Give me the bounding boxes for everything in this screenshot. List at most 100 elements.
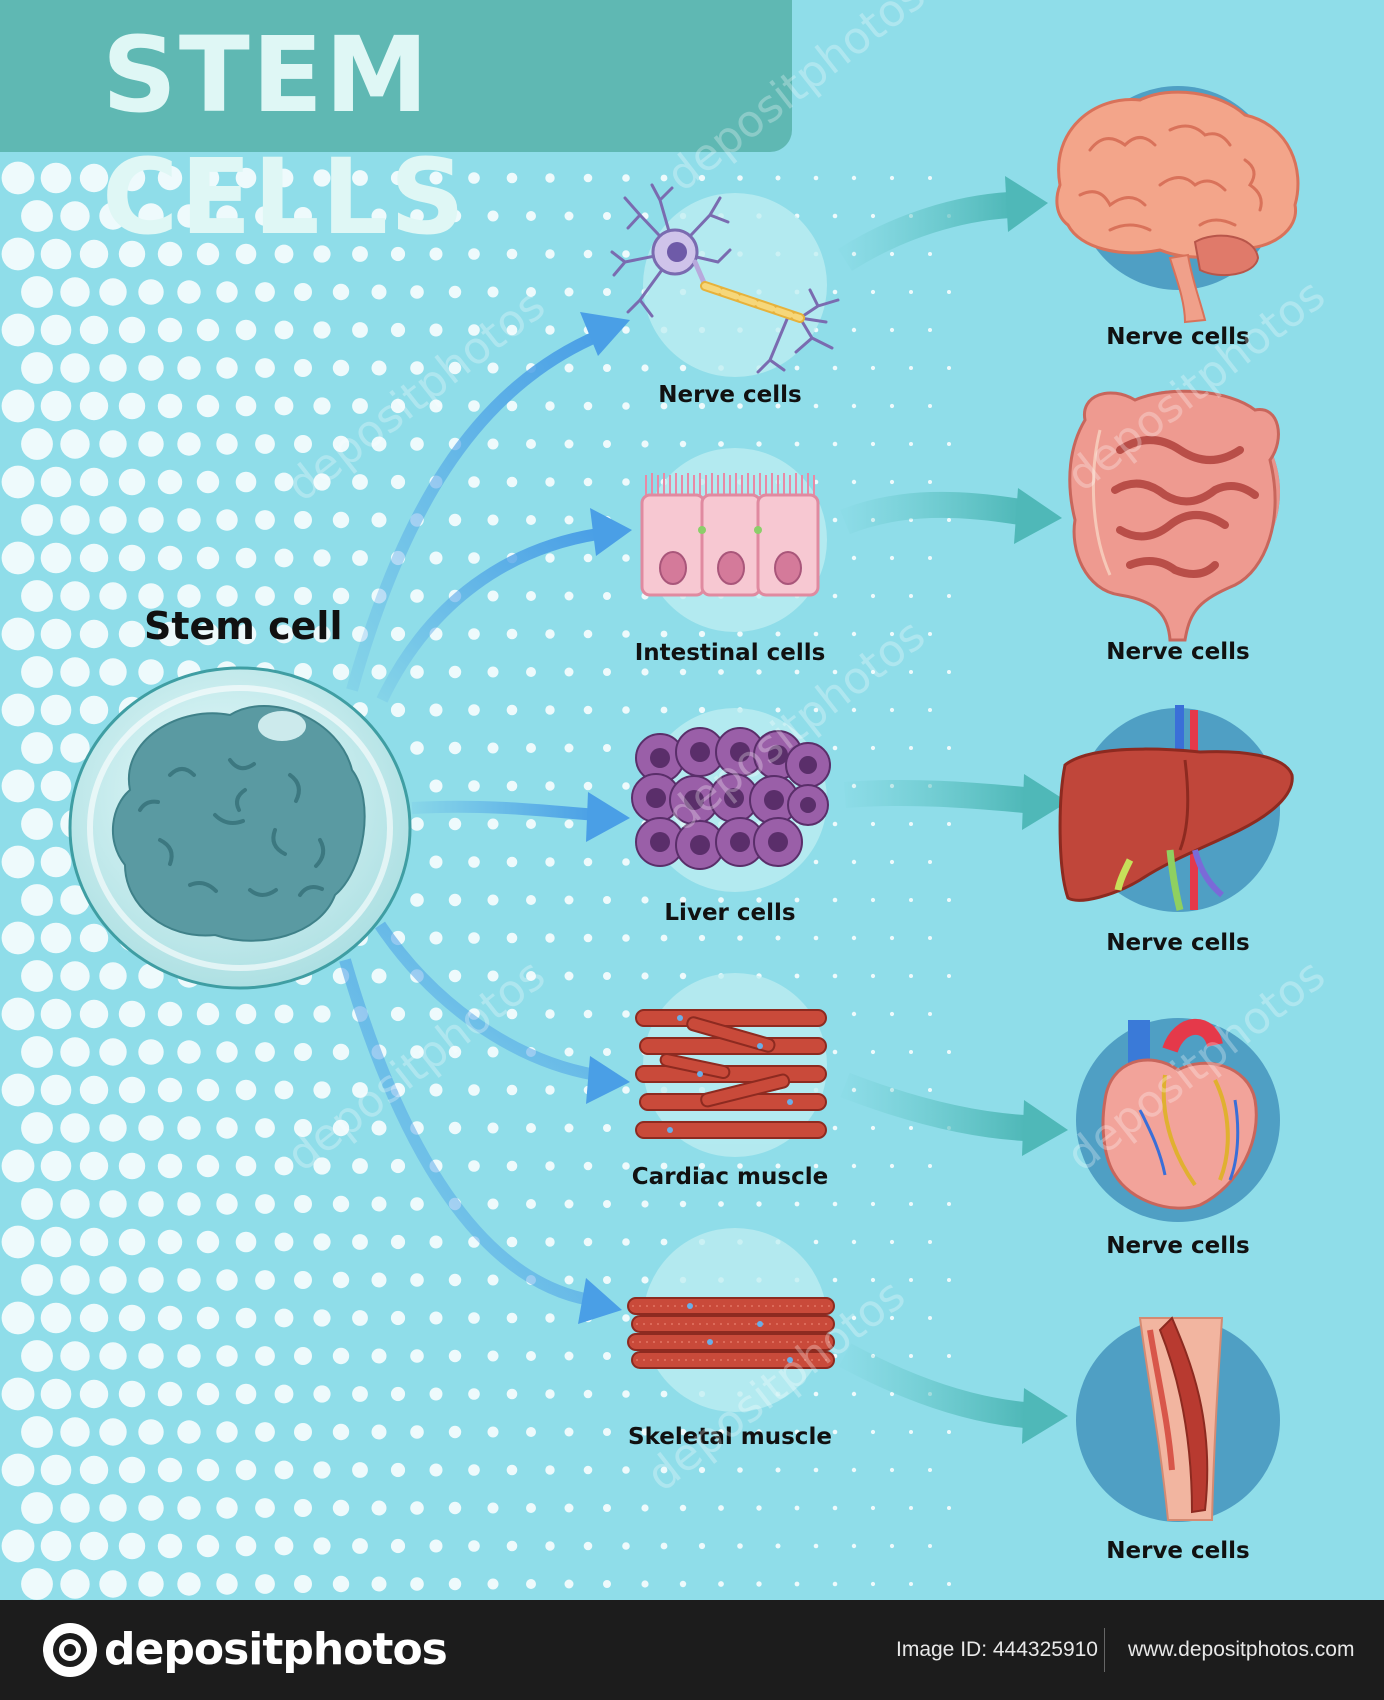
halftone-dot xyxy=(564,211,574,221)
halftone-dot xyxy=(157,1533,183,1559)
halftone-dot xyxy=(526,287,536,297)
halftone-dot xyxy=(448,209,462,223)
halftone-dot xyxy=(564,439,574,449)
halftone-dot xyxy=(60,505,90,535)
halftone-dot xyxy=(603,668,611,676)
halftone-dot xyxy=(775,1467,781,1473)
halftone-dot xyxy=(313,245,331,263)
halftone-dot xyxy=(157,1001,183,1027)
halftone-dot xyxy=(698,630,706,638)
halftone-dot xyxy=(196,318,220,342)
halftone-dot xyxy=(410,285,424,299)
halftone-dot xyxy=(157,1229,183,1255)
halftone-dot xyxy=(870,973,876,979)
halftone-dot xyxy=(40,1454,72,1486)
halftone-dot xyxy=(40,542,72,574)
halftone-dot xyxy=(352,550,368,566)
halftone-dot xyxy=(794,365,800,371)
halftone-dot xyxy=(622,1314,630,1322)
halftone-dot xyxy=(332,1043,350,1061)
halftone-dot xyxy=(832,745,838,751)
halftone-dot xyxy=(99,1418,127,1446)
arrow-to-liver xyxy=(844,774,1068,830)
halftone-dot xyxy=(177,432,201,456)
halftone-dot xyxy=(313,625,331,643)
halftone-dot xyxy=(698,1466,706,1474)
halftone-dot xyxy=(775,403,781,409)
halftone-dot xyxy=(390,474,406,490)
halftone-dot xyxy=(410,1425,424,1439)
site-url-link[interactable]: www.depositphotos.com xyxy=(1128,1638,1355,1661)
halftone-dot xyxy=(138,1343,164,1369)
halftone-dot xyxy=(641,972,649,980)
halftone-dot xyxy=(603,288,611,296)
halftone-dot xyxy=(255,510,275,530)
halftone-dot xyxy=(40,1302,72,1334)
halftone-dot xyxy=(352,246,368,262)
halftone-dot xyxy=(564,1047,574,1057)
halftone-dot xyxy=(177,1420,201,1444)
halftone-dot xyxy=(448,1273,462,1287)
halftone-dot xyxy=(698,706,706,714)
halftone-dot xyxy=(603,364,611,372)
halftone-dot xyxy=(506,1160,518,1172)
halftone-dot xyxy=(468,172,480,184)
stem-cell-illustration xyxy=(68,666,412,990)
halftone-dot xyxy=(928,860,932,864)
halftone-dot xyxy=(813,1239,819,1245)
halftone-dot xyxy=(274,1156,294,1176)
halftone-dot xyxy=(332,511,350,529)
halftone-dot xyxy=(870,1505,876,1511)
halftone-dot xyxy=(79,239,109,269)
halftone-dot xyxy=(294,1195,312,1213)
halftone-dot xyxy=(448,969,462,983)
halftone-dot xyxy=(60,1189,90,1219)
halftone-dot xyxy=(294,1119,312,1137)
page-title: STEM CELLS xyxy=(102,14,467,258)
halftone-dot xyxy=(775,935,781,941)
halftone-dot xyxy=(390,1462,406,1478)
halftone-dot xyxy=(255,1346,275,1366)
halftone-dot xyxy=(313,1461,331,1479)
halftone-dot xyxy=(870,365,876,371)
halftone-dot xyxy=(429,703,443,717)
halftone-dot xyxy=(40,618,72,650)
halftone-dot xyxy=(679,972,687,980)
halftone-dot xyxy=(294,435,312,453)
organ-label-leg: Nerve cells xyxy=(1106,1538,1250,1564)
halftone-dot xyxy=(332,359,350,377)
halftone-dot xyxy=(603,896,611,904)
halftone-dot xyxy=(60,1037,90,1067)
halftone-dot xyxy=(622,630,630,638)
halftone-dot xyxy=(506,1236,518,1248)
halftone-dot xyxy=(526,211,536,221)
halftone-dot xyxy=(390,170,406,186)
halftone-dot xyxy=(756,1505,762,1511)
halftone-dot xyxy=(157,1381,183,1407)
halftone-dot xyxy=(506,1540,518,1552)
halftone-dot xyxy=(255,1422,275,1442)
halftone-dot xyxy=(506,1312,518,1324)
halftone-dot xyxy=(60,1569,90,1599)
halftone-dot xyxy=(1,465,35,499)
halftone-dot xyxy=(832,1277,838,1283)
halftone-dot xyxy=(622,402,630,410)
halftone-dot xyxy=(583,857,593,867)
halftone-dot xyxy=(118,1304,146,1332)
halftone-dot xyxy=(448,1577,462,1591)
halftone-dot xyxy=(583,629,593,639)
halftone-dot xyxy=(390,702,406,718)
halftone-dot xyxy=(313,1309,331,1327)
halftone-dot xyxy=(545,401,555,411)
halftone-dot xyxy=(410,437,424,451)
halftone-dot xyxy=(641,364,649,372)
halftone-dot xyxy=(622,706,630,714)
halftone-dot xyxy=(196,1154,220,1178)
halftone-dot xyxy=(216,1497,238,1519)
halftone-dot xyxy=(294,1043,312,1061)
halftone-dot xyxy=(889,1163,895,1169)
halftone-dot xyxy=(371,1424,387,1440)
halftone-dot xyxy=(679,1580,687,1588)
halftone-dot xyxy=(313,321,331,339)
halftone-dot xyxy=(255,358,275,378)
